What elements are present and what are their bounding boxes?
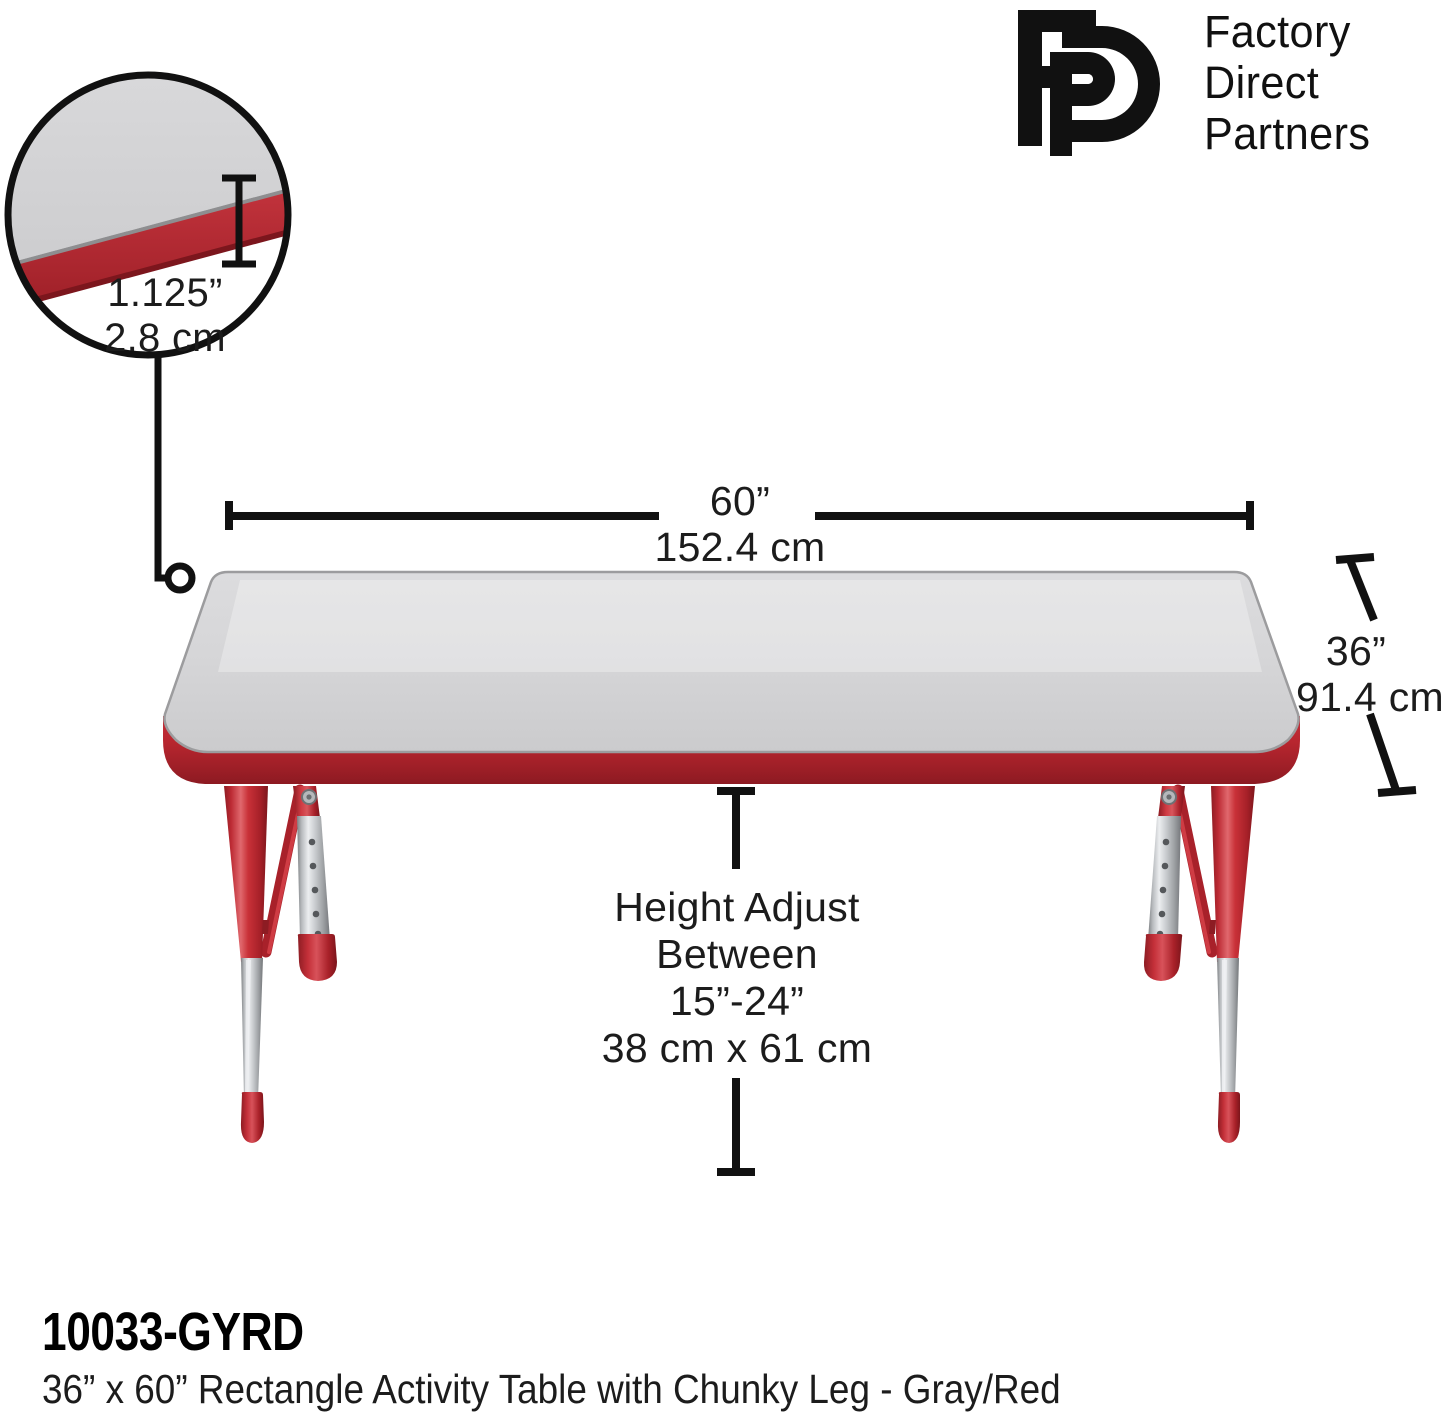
brand-name: Factory Direct Partners — [1204, 4, 1377, 159]
height-adjust-line-2: Between — [656, 931, 818, 977]
depth-dimension-line — [1335, 553, 1417, 797]
product-sku: 10033-GYRD — [42, 1302, 304, 1362]
edge-thickness-inches: 1.125” — [107, 271, 223, 315]
depth-inches: 36” — [1325, 628, 1387, 674]
callout-leader-line — [154, 356, 196, 594]
height-adjust-dimension-line — [717, 787, 755, 1176]
width-cm: 152.4 cm — [654, 524, 826, 570]
thickness-dimension-bar — [222, 174, 256, 268]
width-dimension-line — [225, 501, 1254, 530]
table-top — [163, 570, 1300, 784]
leg-assembly-right — [1143, 784, 1255, 1143]
brand-name-line-3: Partners — [1204, 108, 1371, 159]
fp-monogram-icon — [1018, 10, 1160, 156]
height-adjust-line-3: 15”-24” — [669, 978, 805, 1024]
depth-cm: 91.4 cm — [1296, 674, 1444, 720]
edge-thickness-callout-circle — [4, 71, 292, 359]
brand-logo: Factory Direct Partners — [1010, 4, 1440, 164]
edge-thickness-cm: 2.8 cm — [104, 316, 226, 360]
brand-name-line-2: Direct — [1204, 57, 1320, 108]
height-adjust-line-1: Height Adjust — [614, 884, 860, 930]
leg-assembly-left — [224, 784, 337, 1143]
width-inches: 60” — [709, 478, 771, 524]
brand-name-line-1: Factory — [1204, 6, 1351, 57]
product-description: 36” x 60” Rectangle Activity Table with … — [42, 1366, 1061, 1412]
activity-table-illustration — [163, 570, 1300, 1143]
height-adjust-line-4: 38 cm x 61 cm — [601, 1025, 873, 1071]
